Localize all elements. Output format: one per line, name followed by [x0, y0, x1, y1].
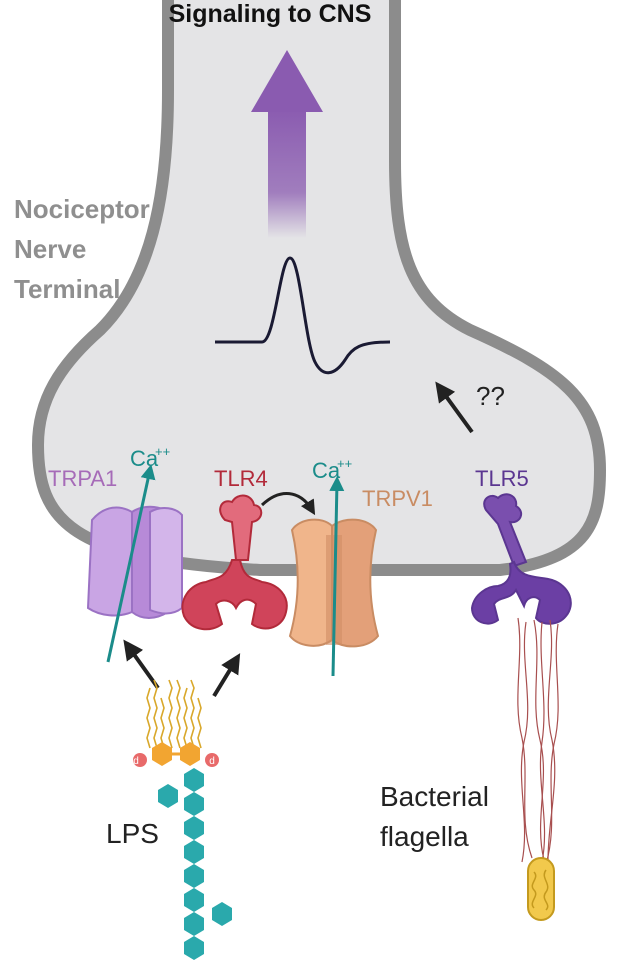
title: Signaling to CNS [169, 0, 372, 28]
bacterium [527, 857, 555, 921]
lps-label: LPS [106, 818, 159, 849]
tlr4-label: TLR4 [214, 466, 268, 491]
bacteria-label-line-2: flagella [380, 821, 469, 852]
trpa1-channel [86, 505, 183, 619]
trpv1-ion-charge: ++ [337, 456, 352, 471]
terminal-label-line-1: Nociceptor [14, 194, 150, 224]
terminal-label-line-3: Terminal [14, 274, 120, 304]
tlr5-receptor [470, 493, 572, 625]
trpv1-calcium-arrow [329, 476, 345, 677]
lps-to-trpa1-arrow [123, 639, 160, 690]
bacteria-label-line-1: Bacterial [380, 781, 489, 812]
trpa1-ion-charge: ++ [155, 444, 170, 459]
lps-phosphate-right: d [209, 756, 215, 767]
lps-molecule [133, 679, 232, 960]
lps-phosphate-left: d [133, 756, 139, 767]
tlr4-to-trpv1-arrow [260, 492, 316, 516]
tlr4-receptor [181, 494, 288, 631]
trpv1-label: TRPV1 [362, 486, 433, 511]
tlr5-label: TLR5 [475, 466, 529, 491]
signal-up-arrow [251, 50, 323, 238]
bacterial-flagella [517, 617, 559, 865]
unknown-pathway-arrow [435, 381, 474, 434]
trpa1-calcium-arrow [106, 464, 156, 663]
nerve-terminal-membrane [32, 0, 606, 576]
unknown-marker: ?? [476, 381, 505, 411]
terminal-label-line-2: Nerve [14, 234, 86, 264]
action-potential-trace [215, 256, 391, 375]
lps-to-tlr4-arrow [212, 653, 241, 698]
trpa1-label: TRPA1 [48, 466, 117, 491]
